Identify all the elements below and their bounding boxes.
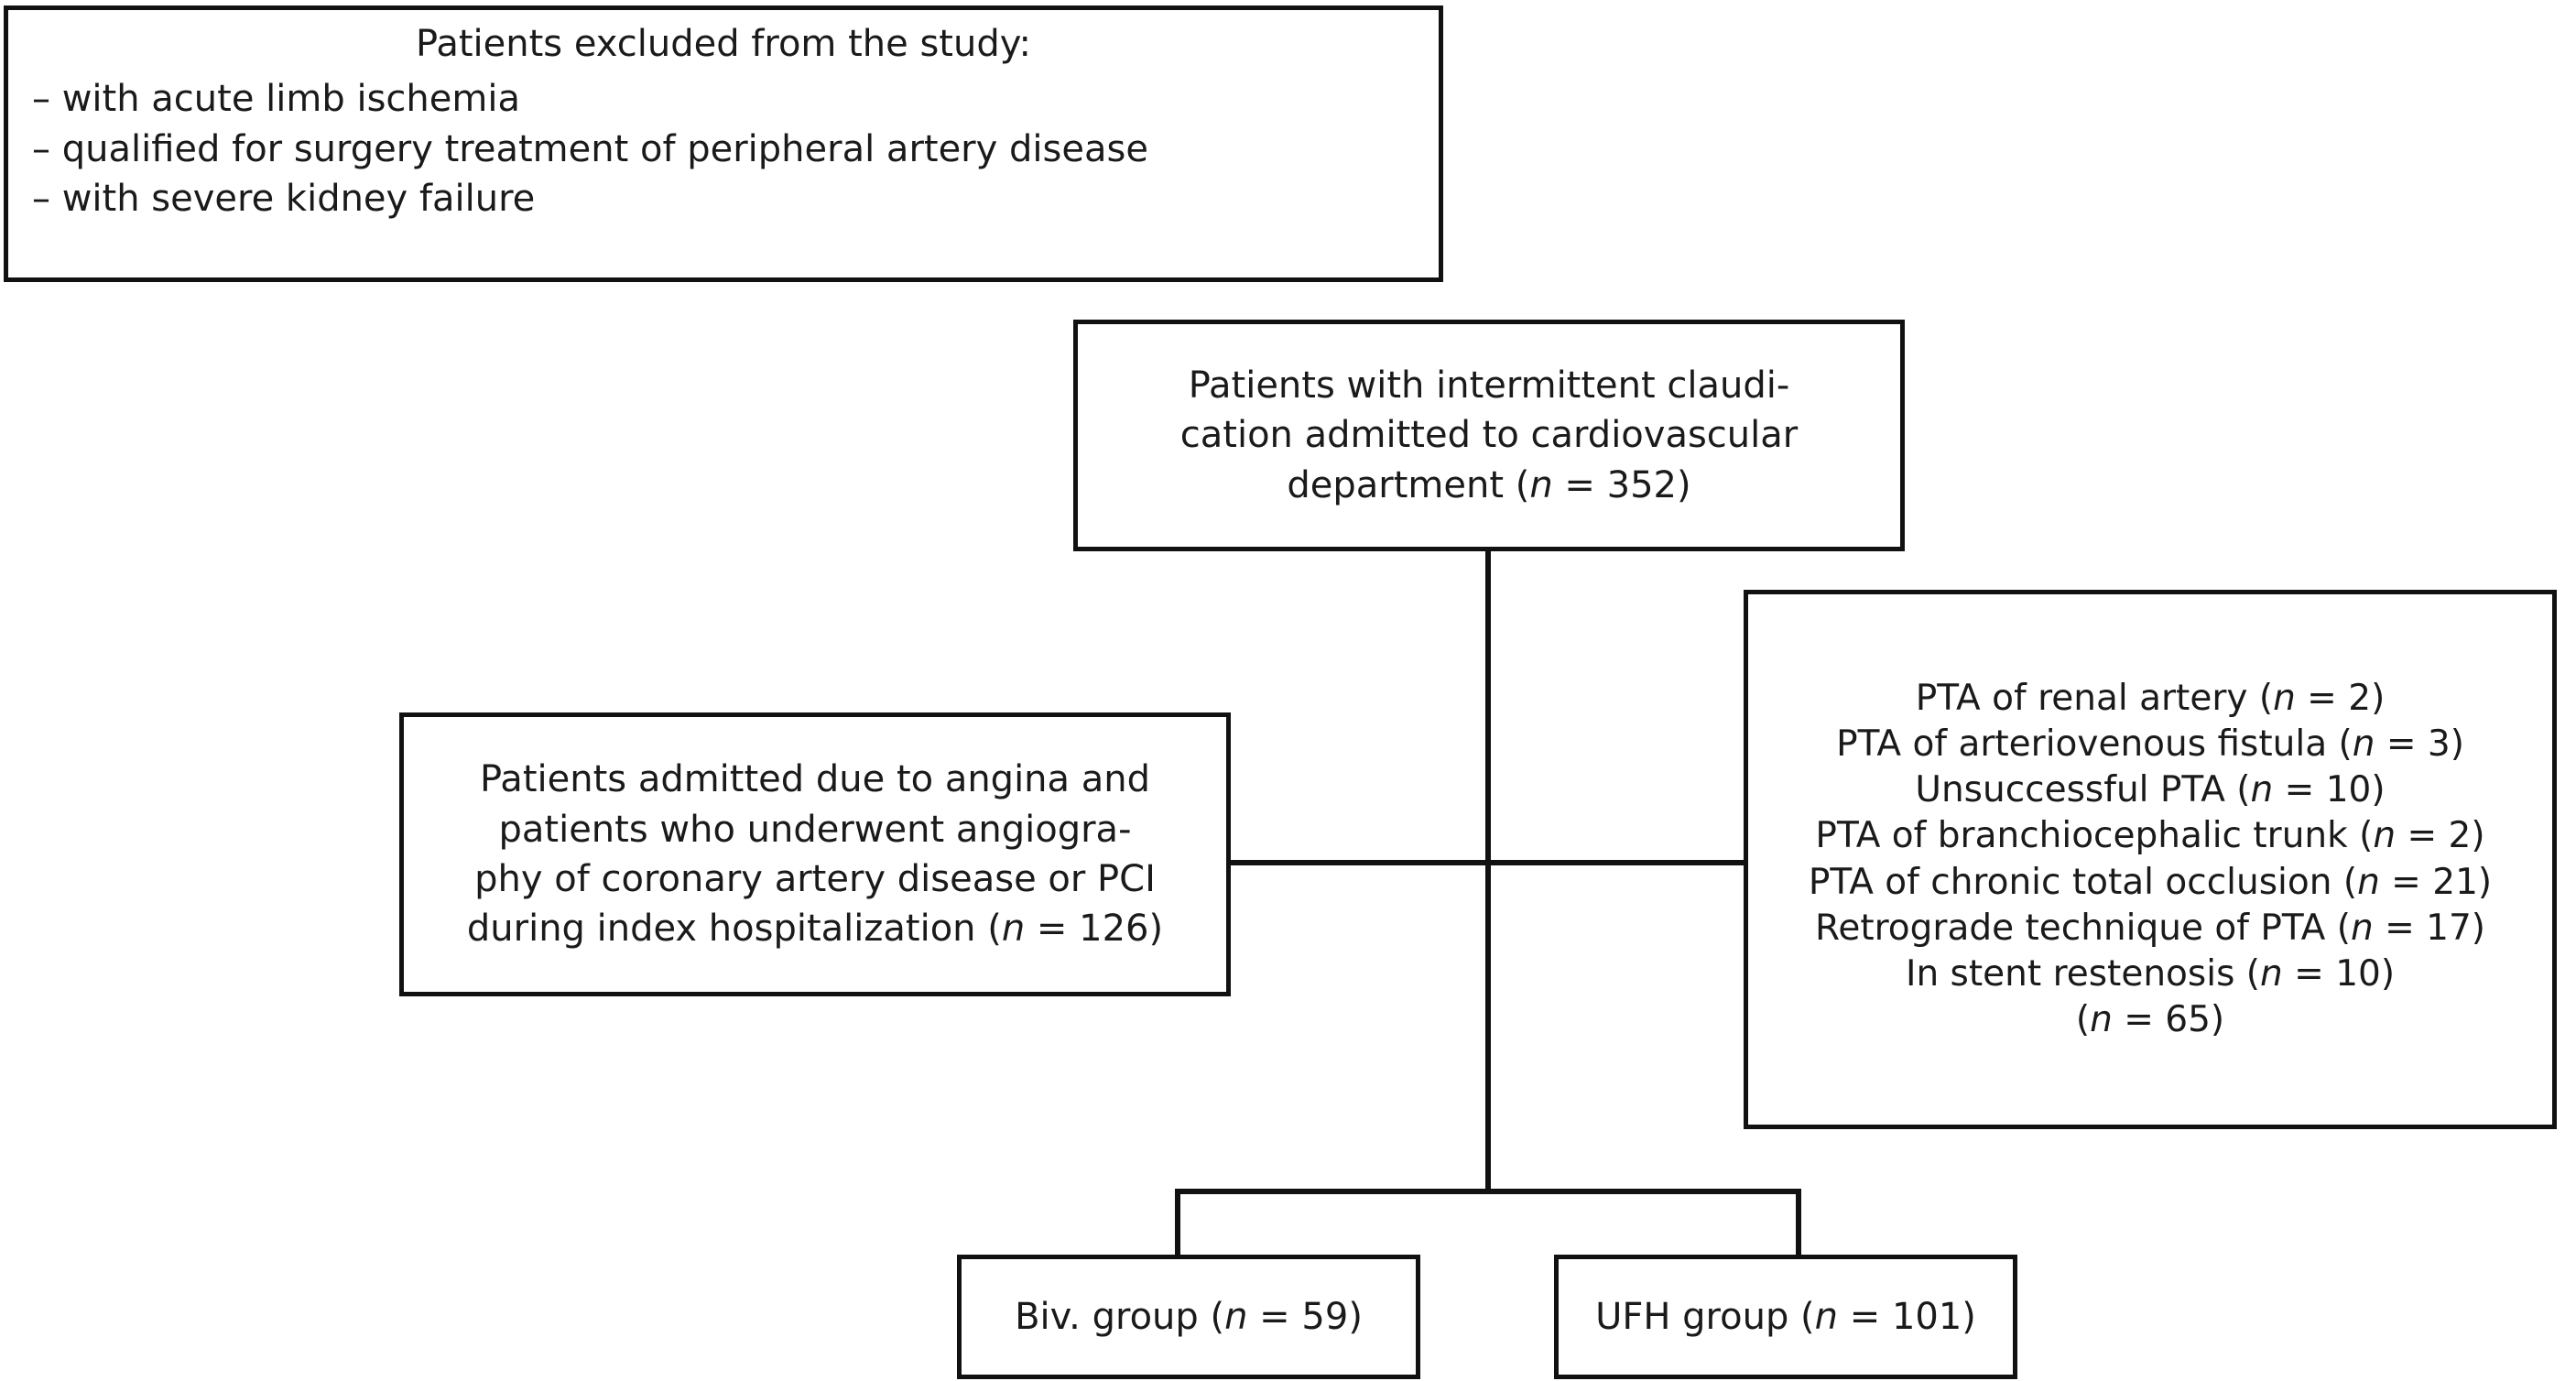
biv-group-label: Biv. group (n = 59) bbox=[1015, 1295, 1363, 1338]
excluded-patients-box: Patients excluded from the study: – with… bbox=[4, 5, 1443, 282]
excluded-box-item-2: – with severe kidney failure bbox=[32, 178, 536, 221]
angina-line-0: Patients admitted due to angina and bbox=[479, 758, 1151, 801]
angina-line-2: phy of coronary artery disease or PCI bbox=[474, 858, 1156, 900]
connector-horizontal-cross bbox=[1227, 860, 1747, 865]
pta-line-5: Retrograde technique of PTA (n = 17) bbox=[1814, 907, 2485, 949]
angina-line-3: during index hospitalization (n = 126) bbox=[466, 908, 1164, 951]
excluded-box-title: Patients excluded from the study: bbox=[416, 23, 1031, 65]
pta-line-0: PTA of renal artery (n = 2) bbox=[1915, 678, 2386, 720]
pta-line-1: PTA of arteriovenous fistula (n = 3) bbox=[1836, 723, 2464, 766]
connector-branch-bar bbox=[1175, 1189, 1801, 1194]
pta-line-4: PTA of chronic total occlusion (n = 21) bbox=[1808, 861, 2493, 903]
connector-drop-left bbox=[1175, 1189, 1180, 1258]
pta-line-3: PTA of branchiocephalic trunk (n = 2) bbox=[1815, 815, 2485, 857]
excluded-box-item-1: – qualified for surgery treatment of per… bbox=[32, 127, 1148, 170]
connector-trunk-vertical bbox=[1485, 549, 1491, 1194]
pta-exclusions-box: PTA of renal artery (n = 2) PTA of arter… bbox=[1744, 590, 2557, 1129]
angina-pci-exclusions-box: Patients admitted due to angina and pati… bbox=[399, 712, 1231, 996]
pta-line-6: In stent restenosis (n = 10) bbox=[1905, 952, 2396, 995]
claudication-line-2: department (n = 352) bbox=[1287, 463, 1691, 506]
pta-line-2: Unsuccessful PTA (n = 10) bbox=[1915, 769, 2386, 811]
bivalirudin-group-box: Biv. group (n = 59) bbox=[957, 1255, 1420, 1379]
connector-drop-right bbox=[1796, 1189, 1801, 1258]
claudication-line-1: cation admitted to cardiovascular bbox=[1179, 414, 1799, 457]
angina-line-1: patients who underwent angiogra- bbox=[498, 808, 1132, 851]
claudication-line-0: Patients with intermittent claudi- bbox=[1188, 364, 1790, 407]
claudication-admission-box: Patients with intermittent claudi- catio… bbox=[1073, 320, 1905, 551]
ufh-group-label: UFH group (n = 101) bbox=[1595, 1295, 1976, 1338]
ufh-group-box: UFH group (n = 101) bbox=[1554, 1255, 2017, 1379]
pta-total-line: (n = 65) bbox=[2075, 998, 2225, 1040]
excluded-box-item-0: – with acute limb ischemia bbox=[32, 78, 520, 121]
